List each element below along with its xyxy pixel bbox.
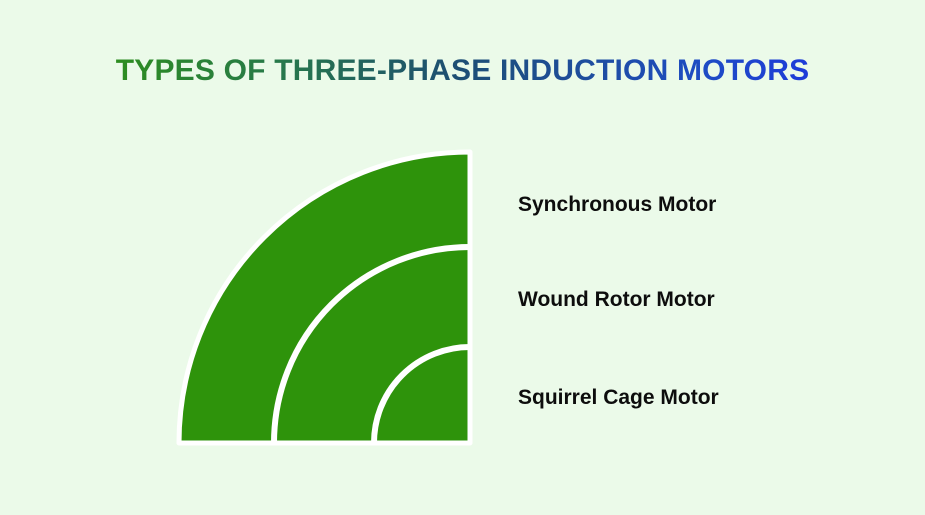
quarter-circle-shape	[176, 149, 473, 446]
ring-separator-arc-middle	[271, 244, 471, 444]
ring-separator-arc-inner	[371, 344, 471, 444]
ring-label-squirrel-cage-motor: Squirrel Cage Motor	[518, 386, 719, 409]
ring-label-wound-rotor-motor: Wound Rotor Motor	[518, 288, 715, 311]
page-title: TYPES OF THREE-PHASE INDUCTION MOTORS	[0, 54, 925, 88]
ring-label-synchronous-motor: Synchronous Motor	[518, 193, 717, 216]
